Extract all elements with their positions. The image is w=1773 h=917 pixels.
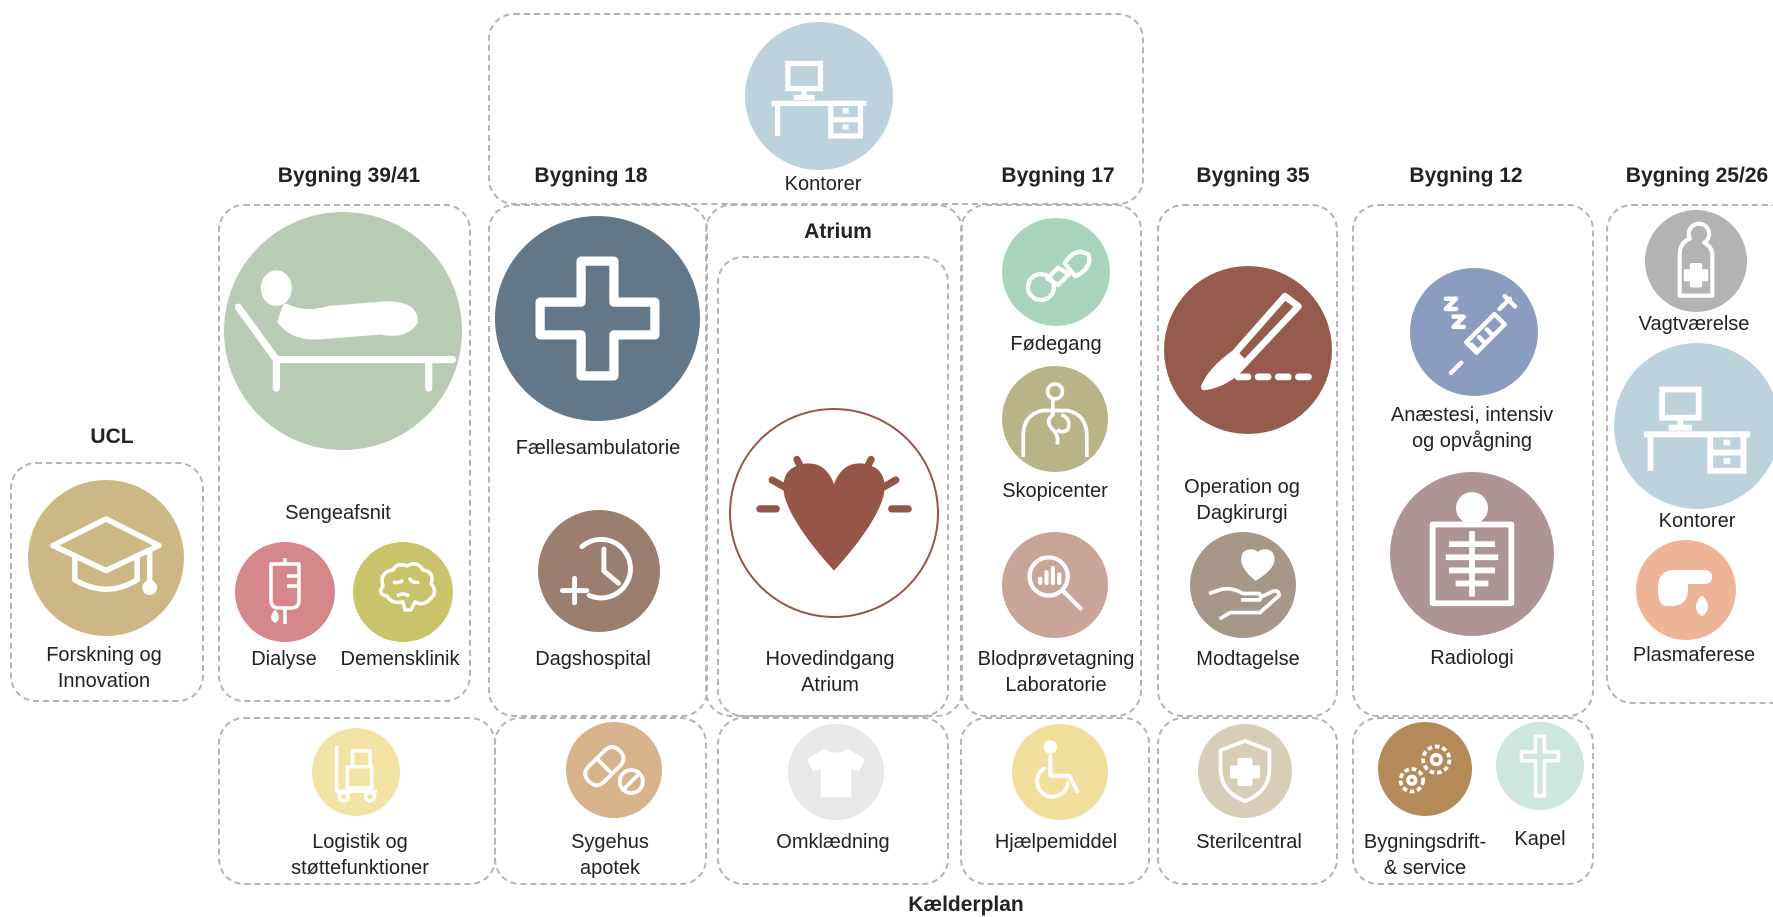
- hovedindgang-circle: [729, 408, 939, 618]
- pills-icon: [583, 745, 645, 795]
- medical-cross-icon: [535, 256, 660, 381]
- blodprove-label: Blodprøvetagning Laboratorie: [977, 648, 1135, 696]
- vagtvaerelse-label: Vagtværelse: [1638, 313, 1750, 335]
- frame-bygning-39-41: [218, 204, 471, 702]
- omklaedning-circle: [788, 724, 884, 820]
- kontorer-right-label: Kontorer: [1658, 510, 1736, 532]
- brain-icon: [379, 562, 437, 612]
- fodegang-label: Fødegang: [1010, 333, 1102, 355]
- iv-bag-icon: [269, 558, 301, 624]
- header-bygning-18: Bygning 18: [534, 164, 648, 187]
- latin-cross-icon: [1519, 734, 1561, 798]
- header-bygning-39-41: Bygning 39/41: [277, 164, 421, 187]
- clock-plus-icon: [559, 536, 633, 606]
- fodegang-circle: [1002, 218, 1110, 326]
- kapel-circle: [1496, 722, 1584, 810]
- hand-drop-icon: [1658, 570, 1712, 616]
- kontorer-right-circle: [1614, 343, 1773, 509]
- frame-kaelder-hjaelpemiddel: [960, 717, 1150, 885]
- header-bygning-25-26: Bygning 25/26: [1625, 164, 1769, 187]
- skopicenter-circle: [1002, 366, 1108, 472]
- bygningsdrift-circle: [1378, 722, 1472, 816]
- shirt-icon: [807, 748, 865, 797]
- desk-icon: [1643, 386, 1751, 474]
- frame-bygning-12: [1352, 204, 1594, 717]
- blodprove-circle: [1002, 532, 1108, 638]
- kapel-label: Kapel: [1514, 828, 1566, 850]
- hjaelpemiddel-circle: [1012, 724, 1108, 820]
- faellesambulatorie-label: Fællesambulatorie: [515, 437, 681, 459]
- syringe-icon: [1443, 293, 1518, 376]
- dagshospital-circle: [538, 510, 660, 632]
- header-bygning-12: Bygning 12: [1409, 164, 1523, 187]
- hand-truck-icon: [334, 745, 378, 803]
- logistik-circle: [312, 728, 400, 816]
- demensklinik-circle: [353, 542, 453, 642]
- frame-atrium-inner: [717, 256, 949, 717]
- endoscopy-icon: [1021, 382, 1089, 458]
- heart-icon: [756, 455, 912, 571]
- kontorer-top-label: Kontorer: [784, 173, 862, 195]
- sengeafsnit-circle: [224, 212, 462, 450]
- desk-icon: [771, 60, 867, 139]
- frame-kaelder-drift: [1352, 717, 1594, 885]
- sterilcentral-label: Sterilcentral: [1196, 831, 1302, 853]
- forskning-circle: [28, 480, 184, 636]
- dagshospital-label: Dagshospital: [535, 648, 651, 670]
- frame-bygning-25-26: [1606, 204, 1773, 704]
- hovedindgang-label: Hovedindgang Atrium: [765, 648, 895, 696]
- frame-bygning-17: [960, 204, 1142, 717]
- kontorer-top-circle: [745, 22, 893, 170]
- forskning-label: Forskning og Innovation: [46, 644, 162, 692]
- dialyse-label: Dialyse: [251, 648, 317, 670]
- sterilcentral-circle: [1198, 724, 1292, 818]
- plasmaferese-label: Plasmaferese: [1632, 644, 1756, 666]
- frame-kaelder-steril: [1157, 717, 1338, 885]
- anaestesi-circle: [1410, 268, 1538, 396]
- radiologi-label: Radiologi: [1430, 647, 1514, 669]
- modtagelse-label: Modtagelse: [1196, 648, 1300, 670]
- frame-kaelder-apotek: [494, 717, 707, 885]
- frame-bygning-18: [488, 204, 708, 717]
- hjaelpemiddel-label: Hjælpemiddel: [994, 831, 1118, 853]
- modtagelse-circle: [1190, 532, 1296, 638]
- logistik-label: Logistik og støttefunktioner: [291, 831, 429, 879]
- gears-icon: [1398, 744, 1452, 794]
- apotek-circle: [566, 722, 662, 818]
- wheelchair-icon: [1035, 740, 1080, 799]
- header-bygning-35: Bygning 35: [1196, 164, 1310, 187]
- vagtvaerelse-circle: [1645, 210, 1747, 312]
- header-kaelderplan: Kælderplan: [908, 893, 1024, 916]
- faellesambulatorie-circle: [495, 216, 700, 421]
- radiologi-circle: [1390, 472, 1554, 636]
- xray-icon: [1429, 492, 1515, 607]
- frame-kaelder-omklaedning: [717, 717, 949, 885]
- operation-label: Operation og Dagkirurgi: [1184, 476, 1300, 524]
- omklaedning-label: Omklædning: [776, 831, 890, 853]
- scalpel-icon: [1200, 292, 1312, 391]
- frame-bygning-35: [1157, 204, 1338, 717]
- apotek-label: Sygehus apotek: [571, 831, 649, 879]
- plasmaferese-circle: [1636, 540, 1736, 640]
- shield-cross-icon: [1218, 739, 1272, 803]
- header-atrium: Atrium: [804, 220, 872, 243]
- bygningsdrift-label: Bygningsdrift- & service: [1363, 831, 1487, 879]
- header-ucl: UCL: [90, 425, 134, 448]
- sengeafsnit-label: Sengeafsnit: [285, 502, 391, 524]
- door-hanger-icon: [1677, 221, 1715, 298]
- graduation-cap-icon: [50, 516, 162, 596]
- pacifier-icon: [1025, 249, 1092, 303]
- patient-bed-icon: [234, 270, 457, 392]
- header-bygning-17: Bygning 17: [1001, 164, 1115, 187]
- frame-ucl: [10, 462, 204, 702]
- demensklinik-label: Demensklinik: [340, 648, 460, 670]
- anaestesi-label: Anæstesi, intensiv og opvågning: [1390, 404, 1554, 452]
- operation-circle: [1164, 266, 1332, 434]
- magnifier-chart-icon: [1027, 555, 1083, 611]
- dialyse-circle: [235, 542, 335, 642]
- skopicenter-label: Skopicenter: [1002, 480, 1108, 502]
- hand-heart-icon: [1208, 549, 1281, 621]
